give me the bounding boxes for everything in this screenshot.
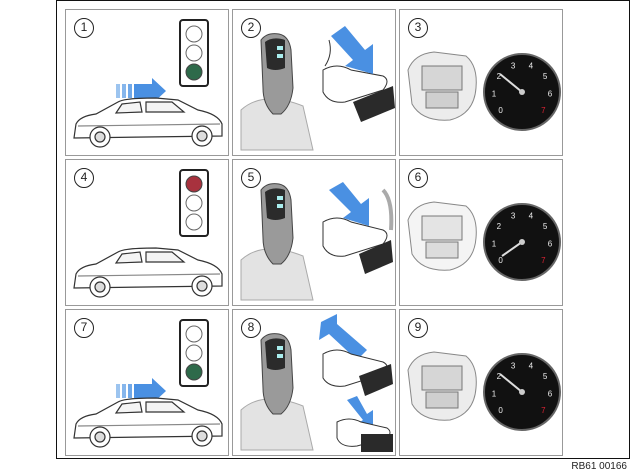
gauge-tick-label: 0: [498, 256, 503, 265]
step-panel-2: 2: [232, 9, 396, 156]
gauge-tick-label: 7: [541, 256, 546, 265]
step-number-6: 6: [408, 168, 428, 188]
release-accelerate-scene: [240, 314, 393, 452]
step-number-5: 5: [241, 168, 261, 188]
gauge-tick-label: 2: [497, 372, 502, 381]
car-side-icon: [73, 97, 223, 148]
foot-lift-icon: [322, 349, 393, 396]
gauge-tick-label: 2: [497, 222, 502, 231]
motion-arrow-icon: [116, 378, 166, 404]
foot-press-icon: [336, 418, 393, 452]
step-panel-1: 1: [65, 9, 229, 156]
step-panel-5: 5: [232, 159, 396, 306]
gauge-tick-label: 6: [548, 89, 553, 98]
gauge-tick-label: 3: [511, 62, 516, 71]
car-side-icon: [73, 247, 223, 298]
gauge-tick-label: 6: [548, 239, 553, 248]
step-number-1: 1: [74, 18, 94, 38]
engine-icon: [407, 201, 477, 271]
gauge-tick-label: 1: [492, 239, 497, 248]
gauge-tick-label: 5: [543, 222, 548, 231]
car-side-icon: [73, 397, 223, 448]
step-number-3: 3: [408, 18, 428, 38]
step-panel-4: 4: [65, 159, 229, 306]
release-arrow-icon: [319, 314, 367, 360]
gauge-tick-label: 7: [541, 406, 546, 415]
gauge-tick-label: 2: [497, 72, 502, 81]
engine-icon: [407, 351, 477, 421]
drive-green-scene: [73, 19, 223, 148]
shifter-brake-scene: [240, 26, 395, 151]
gauge-tick-label: 5: [543, 372, 548, 381]
drive-green-scene-2: [73, 319, 223, 448]
gear-selector-icon: [240, 333, 314, 451]
traffic-light-green: [179, 319, 209, 387]
step-panel-8: 8: [232, 309, 396, 456]
press-arrow-icon: [329, 182, 369, 226]
step-number-9: 9: [408, 318, 428, 338]
gauge-tick-label: 0: [498, 106, 503, 115]
step-number-7: 7: [74, 318, 94, 338]
gauge-tick-label: 1: [492, 389, 497, 398]
press-arrow-icon: [347, 396, 373, 428]
step-number-4: 4: [74, 168, 94, 188]
gauge-tick-label: 4: [529, 362, 534, 371]
traffic-light-red: [179, 169, 209, 237]
foot-press-icon: [322, 39, 395, 122]
gear-selector-icon: [240, 33, 314, 151]
gauge-tick-label: 6: [548, 389, 553, 398]
gauge-tick-label: 1: [492, 89, 497, 98]
gear-selector-icon: [240, 183, 314, 301]
traffic-light-green: [179, 19, 209, 87]
gauge-tick-label: 5: [543, 72, 548, 81]
step-number-8: 8: [241, 318, 261, 338]
figure-id: RB61 00166: [571, 461, 627, 472]
step-panel-7: 7: [65, 309, 229, 456]
gauge-tick-label: 4: [529, 62, 534, 71]
press-arrow-icon: [331, 26, 373, 74]
diagram-frame: 1 2: [56, 0, 630, 459]
step-number-2: 2: [241, 18, 261, 38]
gauge-tick-label: 3: [511, 212, 516, 221]
gauge-tick-label: 7: [541, 106, 546, 115]
shifter-hold-scene: [240, 182, 394, 301]
gauge-tick-label: 4: [529, 212, 534, 221]
engine-icon: [407, 51, 477, 121]
gauge-tick-label: 0: [498, 406, 503, 415]
stop-red-scene: [73, 169, 223, 298]
foot-press-icon: [322, 188, 394, 274]
gauge-tick-label: 3: [511, 362, 516, 371]
